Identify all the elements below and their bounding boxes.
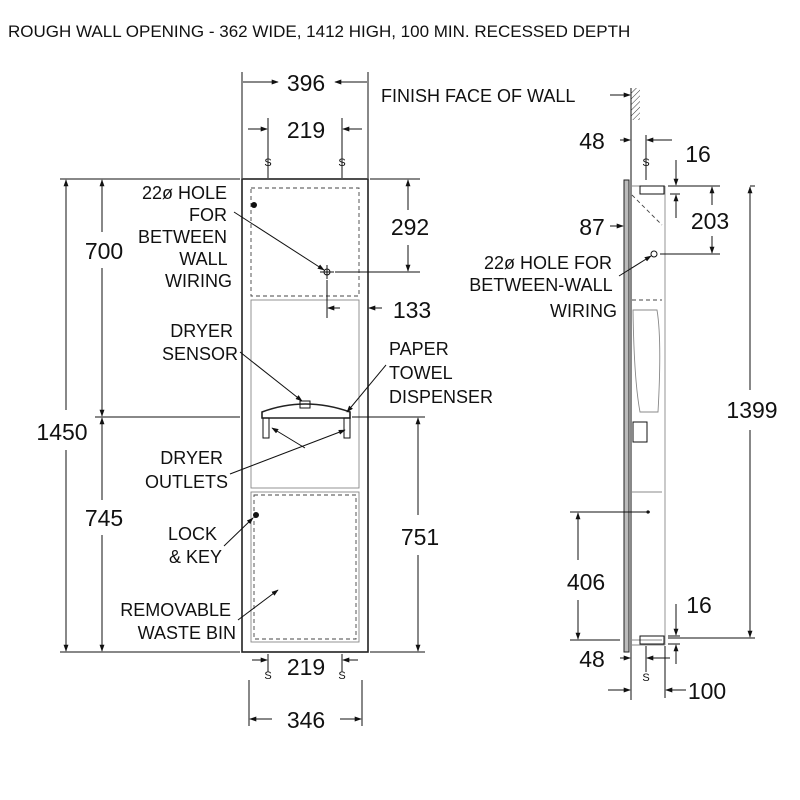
waste-bin-outline [253, 494, 357, 640]
dim-opening-width: 346 [287, 707, 325, 733]
dim-lower-right: 751 [401, 524, 439, 550]
upper-compartment [250, 187, 360, 297]
dim-side-wall-offset-bottom: 48 [579, 646, 605, 672]
dim-upper-height: 700 [85, 238, 123, 264]
label-dryer-outlets: DRYER OUTLETS [145, 448, 228, 492]
lock-icon-lower [253, 512, 259, 518]
front-view: 396 219 S S 1450 700 745 292 133 [36, 70, 493, 733]
dim-hole-spacing-bottom: 219 [287, 654, 325, 680]
dryer-sensor [299, 400, 311, 409]
dim-side-lower-screw: 406 [567, 569, 605, 595]
label-wiring-hole: 22ø HOLE FOR BETWEEN WALL WIRING [138, 183, 232, 291]
screw-mark: S [264, 670, 271, 682]
dim-side-recess-depth: 100 [688, 678, 726, 704]
towel-dispenser-panel [250, 299, 360, 489]
screw-mark: S [338, 670, 345, 682]
dim-side-wall-offset-top: 48 [579, 128, 605, 154]
lock-icon-upper [251, 202, 257, 208]
dim-lower-height: 745 [85, 505, 123, 531]
screw-mark: S [642, 157, 649, 169]
screw-mark: S [264, 157, 271, 169]
label-paper-towel-dispenser: PAPER TOWEL DISPENSER [389, 339, 493, 407]
dim-side-cabinet-depth: 87 [579, 214, 605, 240]
waste-bin-panel [250, 491, 360, 643]
dim-overall-width: 396 [287, 70, 325, 96]
front-cabinet-outline [241, 178, 369, 653]
dim-hole-over: 133 [393, 297, 431, 323]
wall-hatch [631, 88, 640, 120]
side-lock-icon [646, 510, 650, 514]
page-title: ROUGH WALL OPENING - 362 WIDE, 1412 HIGH… [8, 22, 630, 41]
label-dryer-sensor: DRYER SENSOR [162, 321, 238, 364]
side-dryer-profile [632, 309, 661, 413]
side-view: FINISH FACE OF WALL 48 S 16 87 [381, 86, 778, 704]
dim-side-overall-height: 1399 [726, 397, 777, 423]
label-waste-bin: REMOVABLE WASTE BIN [120, 600, 236, 643]
dryer-outlet-right [343, 417, 351, 439]
dryer-outlet-left [262, 417, 270, 439]
dim-hole-spacing-top: 219 [287, 117, 325, 143]
side-wiring-hole-icon [650, 250, 658, 258]
dim-hole-down: 292 [391, 214, 429, 240]
screw-mark: S [338, 157, 345, 169]
dim-side-screw-bottom: 16 [686, 592, 712, 618]
label-finish-face-wall: FINISH FACE OF WALL [381, 86, 575, 106]
label-lock-key: LOCK & KEY [168, 524, 222, 567]
side-flange [623, 179, 630, 653]
dim-side-hole-down: 203 [691, 208, 729, 234]
side-outlet [632, 421, 648, 443]
dim-side-screw-top: 16 [685, 141, 711, 167]
dryer-housing [261, 403, 351, 419]
label-side-wiring-hole: 22ø HOLE FOR BETWEEN-WALL WIRING [469, 253, 617, 321]
dim-overall-height: 1450 [36, 419, 87, 445]
screw-mark: S [642, 672, 649, 684]
